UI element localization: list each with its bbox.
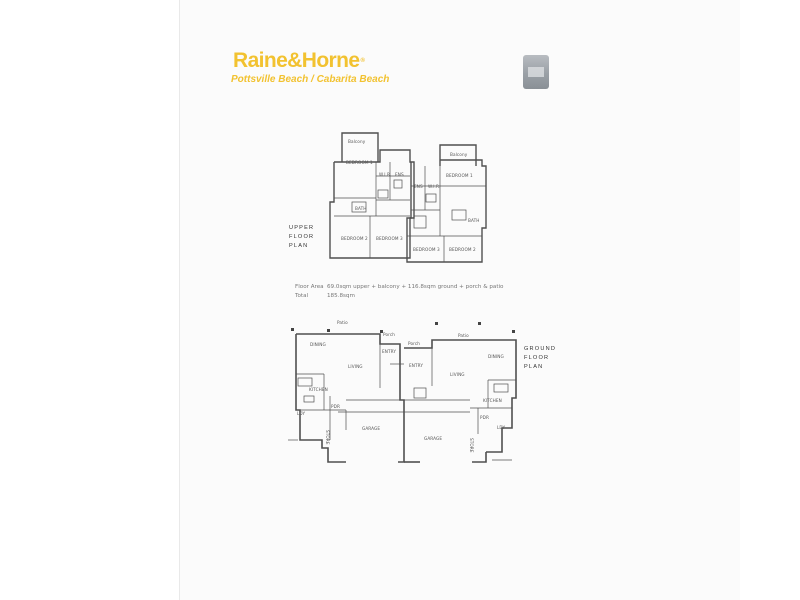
label-garage-right: GARAGE (424, 436, 443, 441)
label-pdr-left: PDR (331, 404, 340, 409)
label-bath-left: BATH (355, 206, 367, 211)
upper-plan-title: UPPER FLOOR PLAN (289, 224, 314, 251)
document-page (180, 0, 740, 600)
label-wir-left: W.I.R. (379, 172, 392, 177)
label-wir-right: W.I.R. (428, 184, 441, 189)
label-porch-left: Porch (383, 332, 396, 337)
label-pdr-right: PDR (480, 415, 489, 420)
brand-logo: Raine&Horne® (233, 49, 365, 72)
label-kitchen-right: KITCHEN (483, 398, 502, 403)
label-garage-left: GARAGE (362, 426, 381, 431)
label-bedroom3-right: BEDROOM 3 (413, 247, 440, 252)
label-bath-right: BATH (468, 218, 480, 223)
floor-area-value: 69.0sqm upper + balcony + 116.8sqm groun… (327, 284, 504, 290)
label-store-right: STORE (469, 438, 474, 453)
office-name: Pottsville Beach / Cabarita Beach (231, 74, 390, 85)
badge-mark (528, 67, 544, 77)
label-ens-right: ENS (414, 184, 423, 189)
label-living-right: LIVING (450, 372, 465, 377)
upper-plan-title-line: UPPER (289, 225, 315, 231)
label-patio-left: Patio (337, 320, 348, 325)
label-dining-right: DINING (488, 354, 504, 359)
label-ldy-left: LDY (297, 411, 306, 416)
label-patio-right: Patio (458, 333, 469, 338)
label-store-left: STORE (325, 430, 330, 445)
ground-plan-title-line: FLOOR (524, 355, 550, 361)
total-value: 185.8sqm (327, 293, 355, 299)
ground-plan-title-line: GROUND (524, 346, 557, 352)
brand-name: Raine&Horne (233, 49, 360, 72)
upper-plan-title-line: FLOOR (289, 234, 315, 240)
label-bedroom3-left: BEDROOM 3 (376, 236, 403, 241)
label-kitchen-left: KITCHEN (309, 387, 328, 392)
label-balcony-right: Balcony (450, 152, 468, 157)
label-balcony-left: Balcony (348, 139, 366, 144)
agency-award-badge-icon (523, 55, 549, 89)
label-bedroom1-left: BEDROOM 1 (346, 160, 373, 165)
label-porch-right: Porch (408, 341, 421, 346)
label-bedroom1-right: BEDROOM 1 (446, 173, 473, 178)
label-ens-left: ENS (395, 172, 404, 177)
total-label: Total (295, 293, 309, 299)
label-dining-left: DINING (310, 342, 326, 347)
label-entry-right: ENTRY (409, 363, 424, 368)
floor-area-label: Floor Area (295, 284, 324, 290)
label-living-left: LIVING (348, 364, 363, 369)
ground-plan-title: GROUND FLOOR PLAN (524, 345, 556, 372)
label-bedroom2-right: BEDROOM 2 (449, 247, 476, 252)
label-ldy-right: LDY (497, 425, 506, 430)
label-bedroom2-left: BEDROOM 2 (341, 236, 368, 241)
registered-mark: ® (360, 58, 365, 64)
upper-plan-title-line: PLAN (289, 243, 309, 249)
ground-plan-title-line: PLAN (524, 364, 544, 370)
label-entry-left: ENTRY (382, 349, 397, 354)
